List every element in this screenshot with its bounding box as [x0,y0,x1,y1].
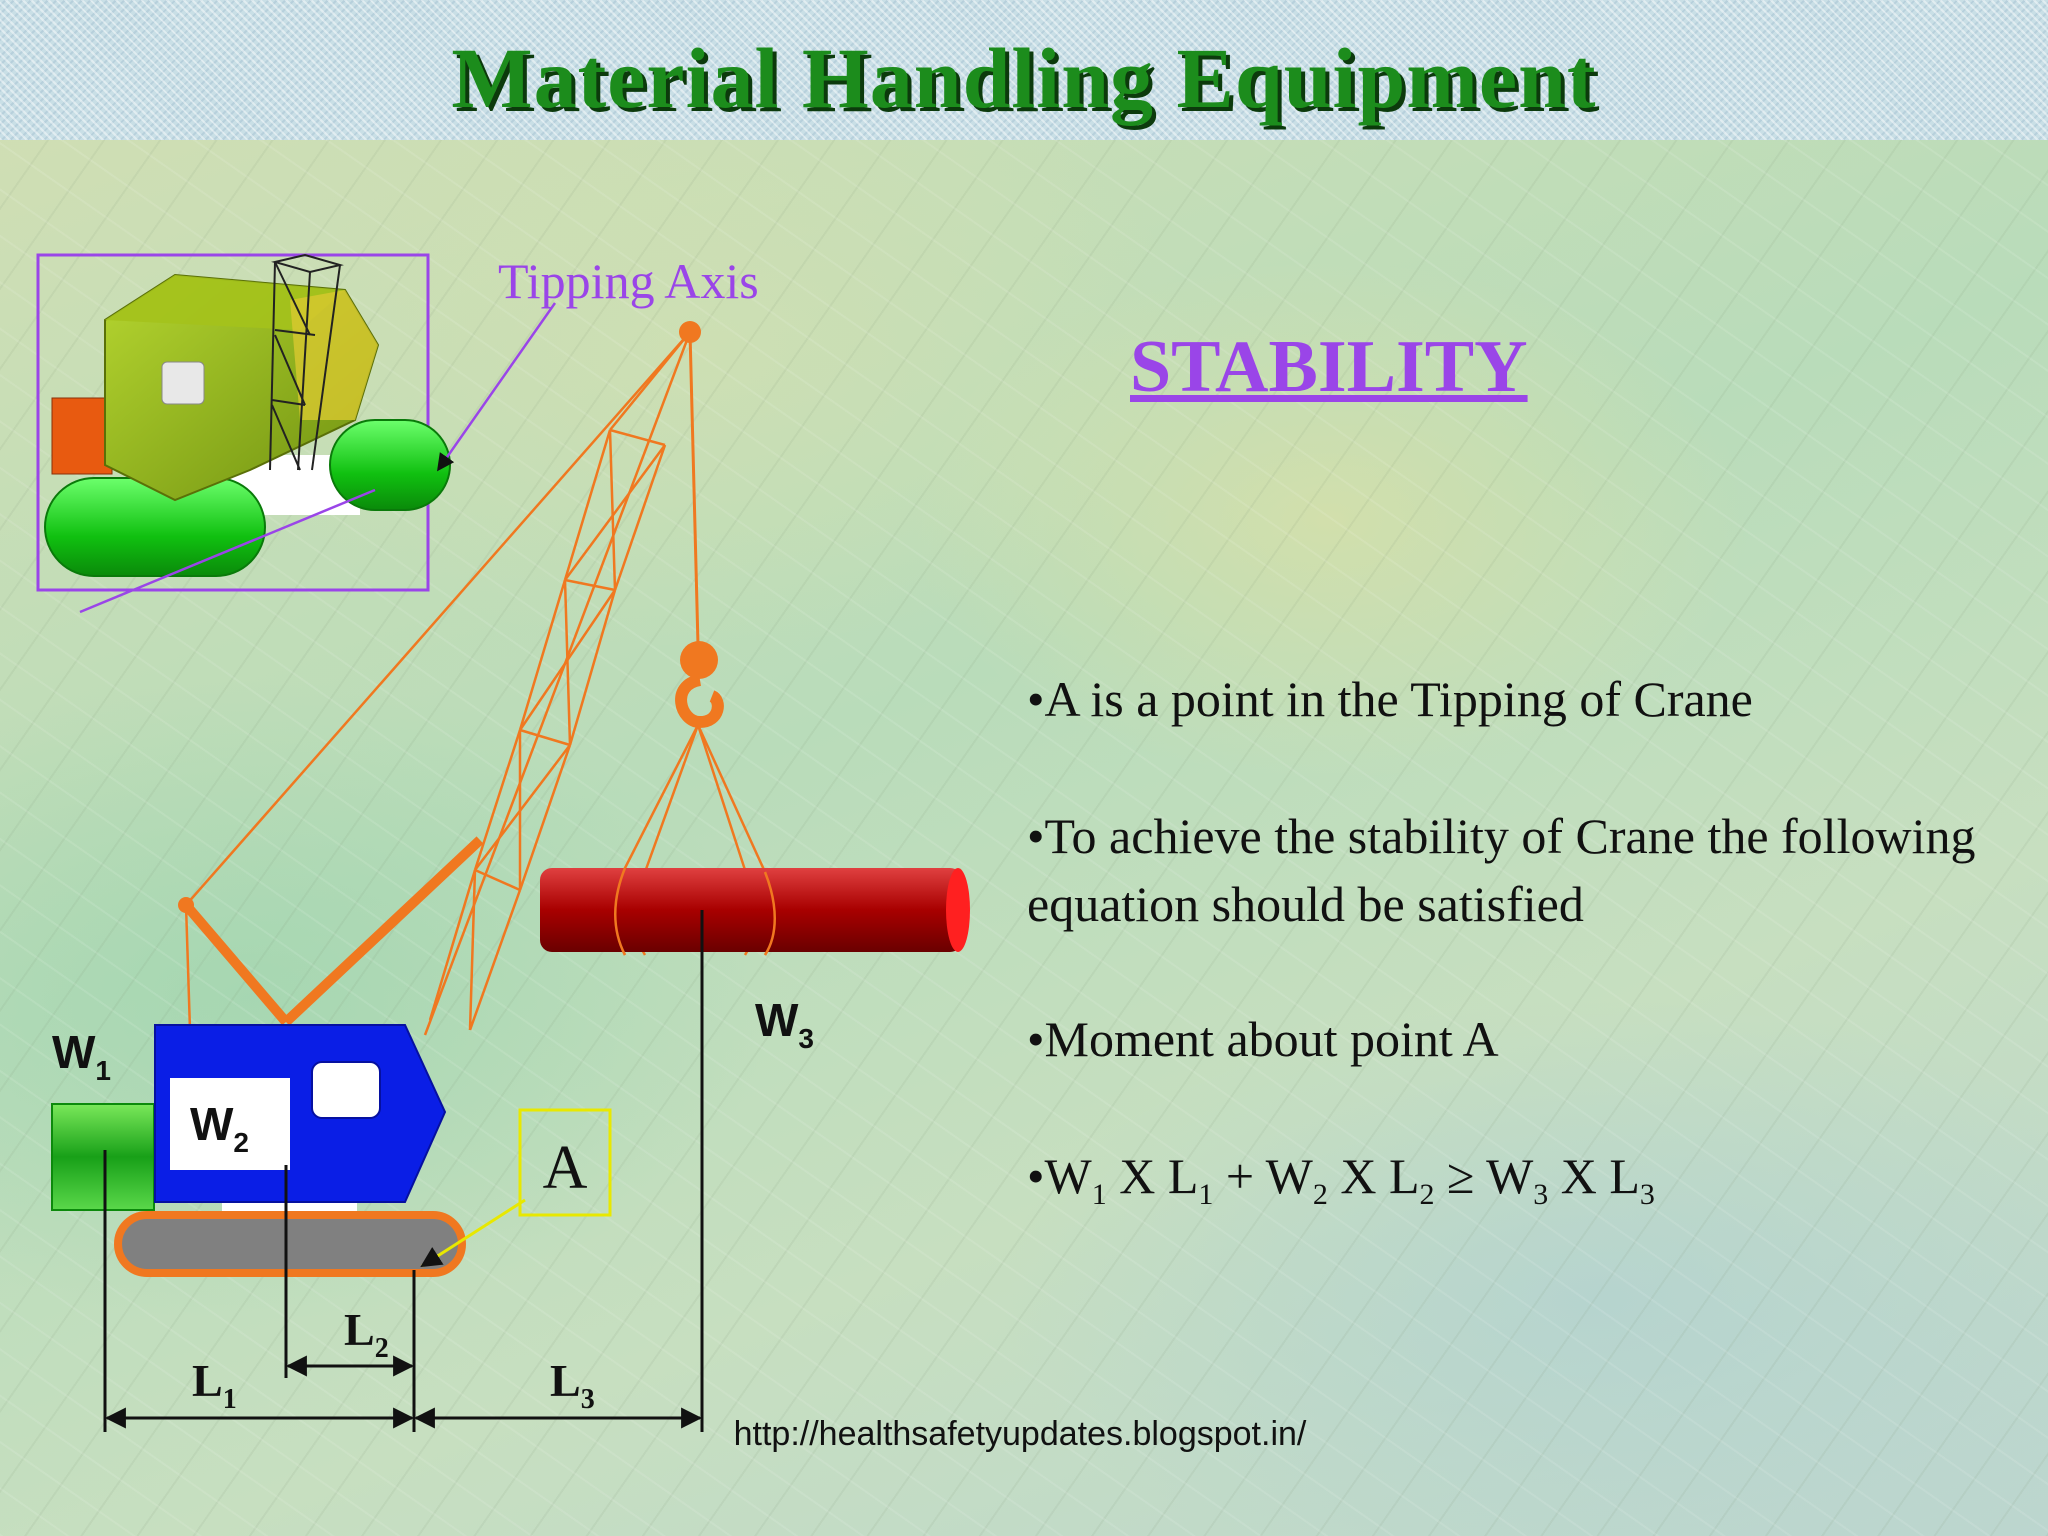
source-url: http://healthsafetyupdates.blogspot.in/ [733,1415,1307,1453]
w2-label: W2 [190,1098,249,1158]
bullet-stability-condition: •To achieve the stability of Crane the f… [1027,808,1976,932]
w2-label-box [170,1078,290,1170]
boom-stay [282,836,484,1026]
stability-equation: •W1 X L1 + W2 X L2 ≥ W3 X L3 [1027,1148,1655,1211]
l3-label: L3 [550,1355,595,1415]
l2-label: L2 [344,1304,389,1364]
inset-frame [36,253,430,592]
tipping-axis-pointer [436,302,557,472]
w3-label: W3 [755,994,814,1054]
inset-track-front [44,477,266,577]
inset-track-rear [329,419,451,511]
hook-icon [675,641,724,729]
point-a-label: A [543,1134,588,1202]
inset-boom-lattice [269,253,344,471]
point-a-pointer [420,1198,526,1268]
inset-crane-illustration [36,253,451,614]
load-pipe [540,868,970,952]
page-title: Material Handling Equipment [451,30,1597,126]
bullet-moment: •Moment about point A [1027,1011,1499,1067]
inset-cab-window [161,361,205,405]
inset-counterweight [51,397,113,475]
hoist-rope [688,331,700,646]
crane-boom [184,331,692,1036]
point-a-box [518,1108,612,1217]
tipping-axis-label: Tipping Axis [498,253,759,309]
bullet-point-a: •A is a point in the Tipping of Crane [1027,671,1753,727]
cab-window [311,1061,381,1119]
stability-heading: STABILITY [1130,326,1528,408]
counterweight-w1 [51,1103,155,1211]
crawler-track [114,1211,466,1277]
w1-label: W1 [52,1026,111,1086]
tipping-axis-line [79,488,376,614]
l1-label: L1 [192,1355,237,1415]
title-band [0,0,2048,140]
